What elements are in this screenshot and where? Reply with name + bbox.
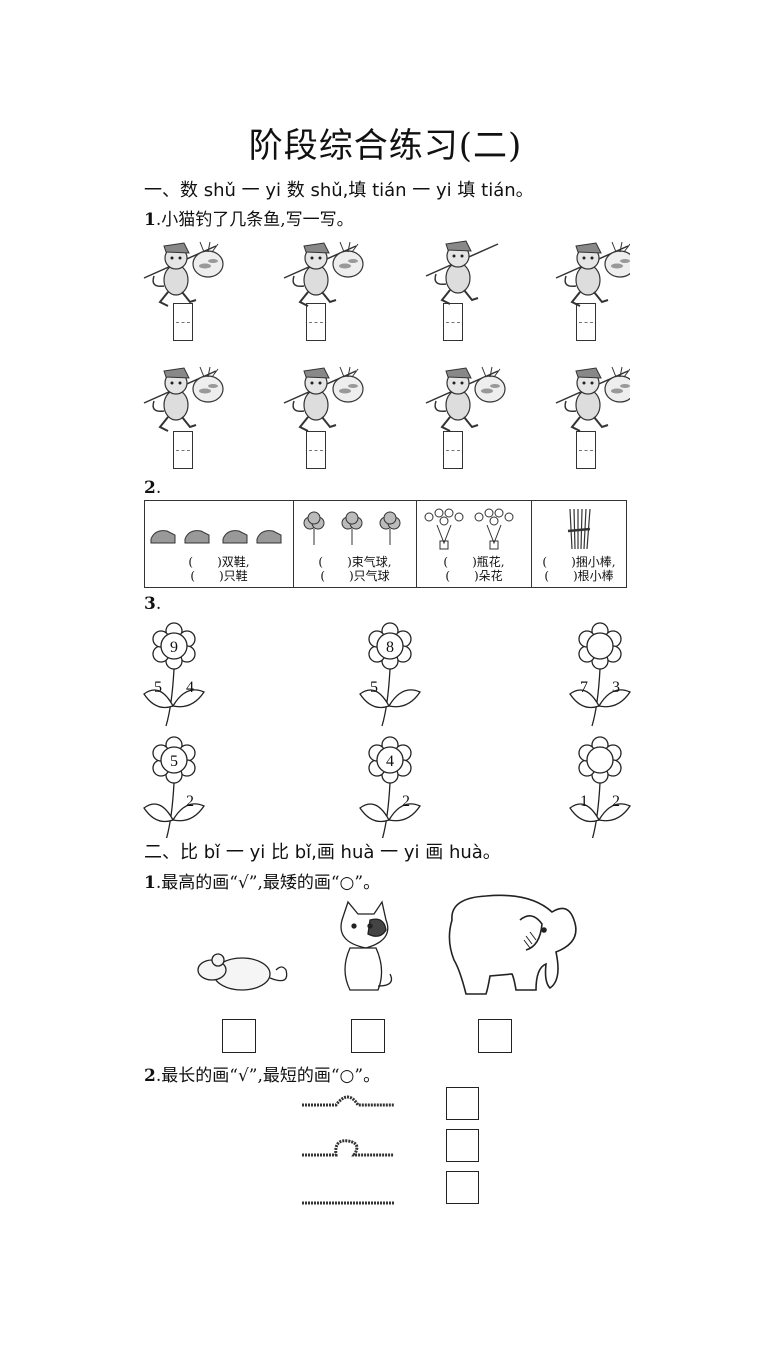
flower-left-leaf-number: 5 <box>370 679 378 696</box>
rope-2 <box>302 1139 394 1157</box>
animals-illustration <box>197 894 577 995</box>
flower-top-number: 8 <box>386 639 394 656</box>
answer-box[interactable] <box>443 431 463 469</box>
flower-left-leaf-number: 7 <box>580 679 588 696</box>
flower-right-leaf-number: 2 <box>186 793 194 810</box>
stick-bundle-image <box>567 508 591 550</box>
fishing-cats-illustration <box>143 240 630 432</box>
cat-image <box>340 900 393 991</box>
counting-table: ( )双鞋,( )只鞋 ( )束气球,( )只气球 <box>144 500 627 588</box>
flower-vases-image <box>424 508 514 550</box>
answer-box-rope-3[interactable] <box>446 1171 479 1204</box>
sticks-cell: ( )捆小棒,( )根小棒 <box>531 500 627 588</box>
mouse-image <box>197 953 288 991</box>
question-1-1: 1.小猫钓了几条鱼,写一写。 <box>144 210 354 230</box>
cell-text: ( )双鞋, <box>188 555 250 569</box>
rope-1 <box>302 1095 394 1107</box>
section-1-heading: 一、数 shǔ 一 yi 数 shǔ,填 tián 一 yi 填 tián。 <box>144 180 534 201</box>
number-flowers: 9 5 4 8 5 7 3 5 2 4 2 1 2 <box>143 622 631 838</box>
cell-text: ( )束气球, <box>318 555 392 569</box>
question-1-3-label: 3. <box>144 594 162 614</box>
cell-text: ( )瓶花, <box>443 555 505 569</box>
answer-box[interactable] <box>306 431 326 469</box>
question-1-2-label: 2. <box>144 478 162 498</box>
flower-right-leaf-number: 3 <box>612 679 620 696</box>
ropes-illustration <box>302 1095 394 1205</box>
answer-box[interactable] <box>576 431 596 469</box>
answer-box[interactable] <box>443 303 463 341</box>
answer-box-cat[interactable] <box>351 1019 385 1053</box>
shoes-image <box>150 530 282 544</box>
cell-text: ( )只气球 <box>320 569 390 583</box>
balloons-cell: ( )束气球,( )只气球 <box>293 500 417 588</box>
answer-box[interactable] <box>306 303 326 341</box>
flowers-cell: ( )瓶花,( )朵花 <box>416 500 532 588</box>
flower-top-number: 9 <box>170 639 178 656</box>
flower-top-number: 4 <box>386 753 394 770</box>
flower-left-leaf-number: 1 <box>580 793 588 810</box>
flower-right-leaf-number: 4 <box>186 679 194 696</box>
answer-box-rope-2[interactable] <box>446 1129 479 1162</box>
flower-right-leaf-number: 2 <box>402 793 410 810</box>
flower-top-number: 5 <box>170 753 178 770</box>
flower-left-leaf-number: 5 <box>154 679 162 696</box>
balloons-image <box>303 511 401 545</box>
answer-box-rope-1[interactable] <box>446 1087 479 1120</box>
cell-text: ( )捆小棒, <box>542 555 616 569</box>
cell-text: ( )只鞋 <box>190 569 248 583</box>
answer-box[interactable] <box>173 303 193 341</box>
elephant-image <box>448 894 577 995</box>
answer-box-elephant[interactable] <box>478 1019 512 1053</box>
question-2-1: 1.最高的画“√”,最矮的画“○”。 <box>144 873 381 893</box>
shoes-cell: ( )双鞋,( )只鞋 <box>144 500 294 588</box>
answer-box-mouse[interactable] <box>222 1019 256 1053</box>
section-2-heading: 二、比 bǐ 一 yi 比 bǐ,画 huà 一 yi 画 huà。 <box>144 842 501 863</box>
flower-right-leaf-number: 2 <box>612 793 620 810</box>
page-title: 阶段综合练习(二) <box>248 126 523 166</box>
question-2-2: 2.最长的画“√”,最短的画“○”。 <box>144 1066 381 1086</box>
answer-box[interactable] <box>173 431 193 469</box>
cell-text: ( )根小棒 <box>544 569 614 583</box>
cell-text: ( )朵花 <box>445 569 503 583</box>
answer-box[interactable] <box>576 303 596 341</box>
